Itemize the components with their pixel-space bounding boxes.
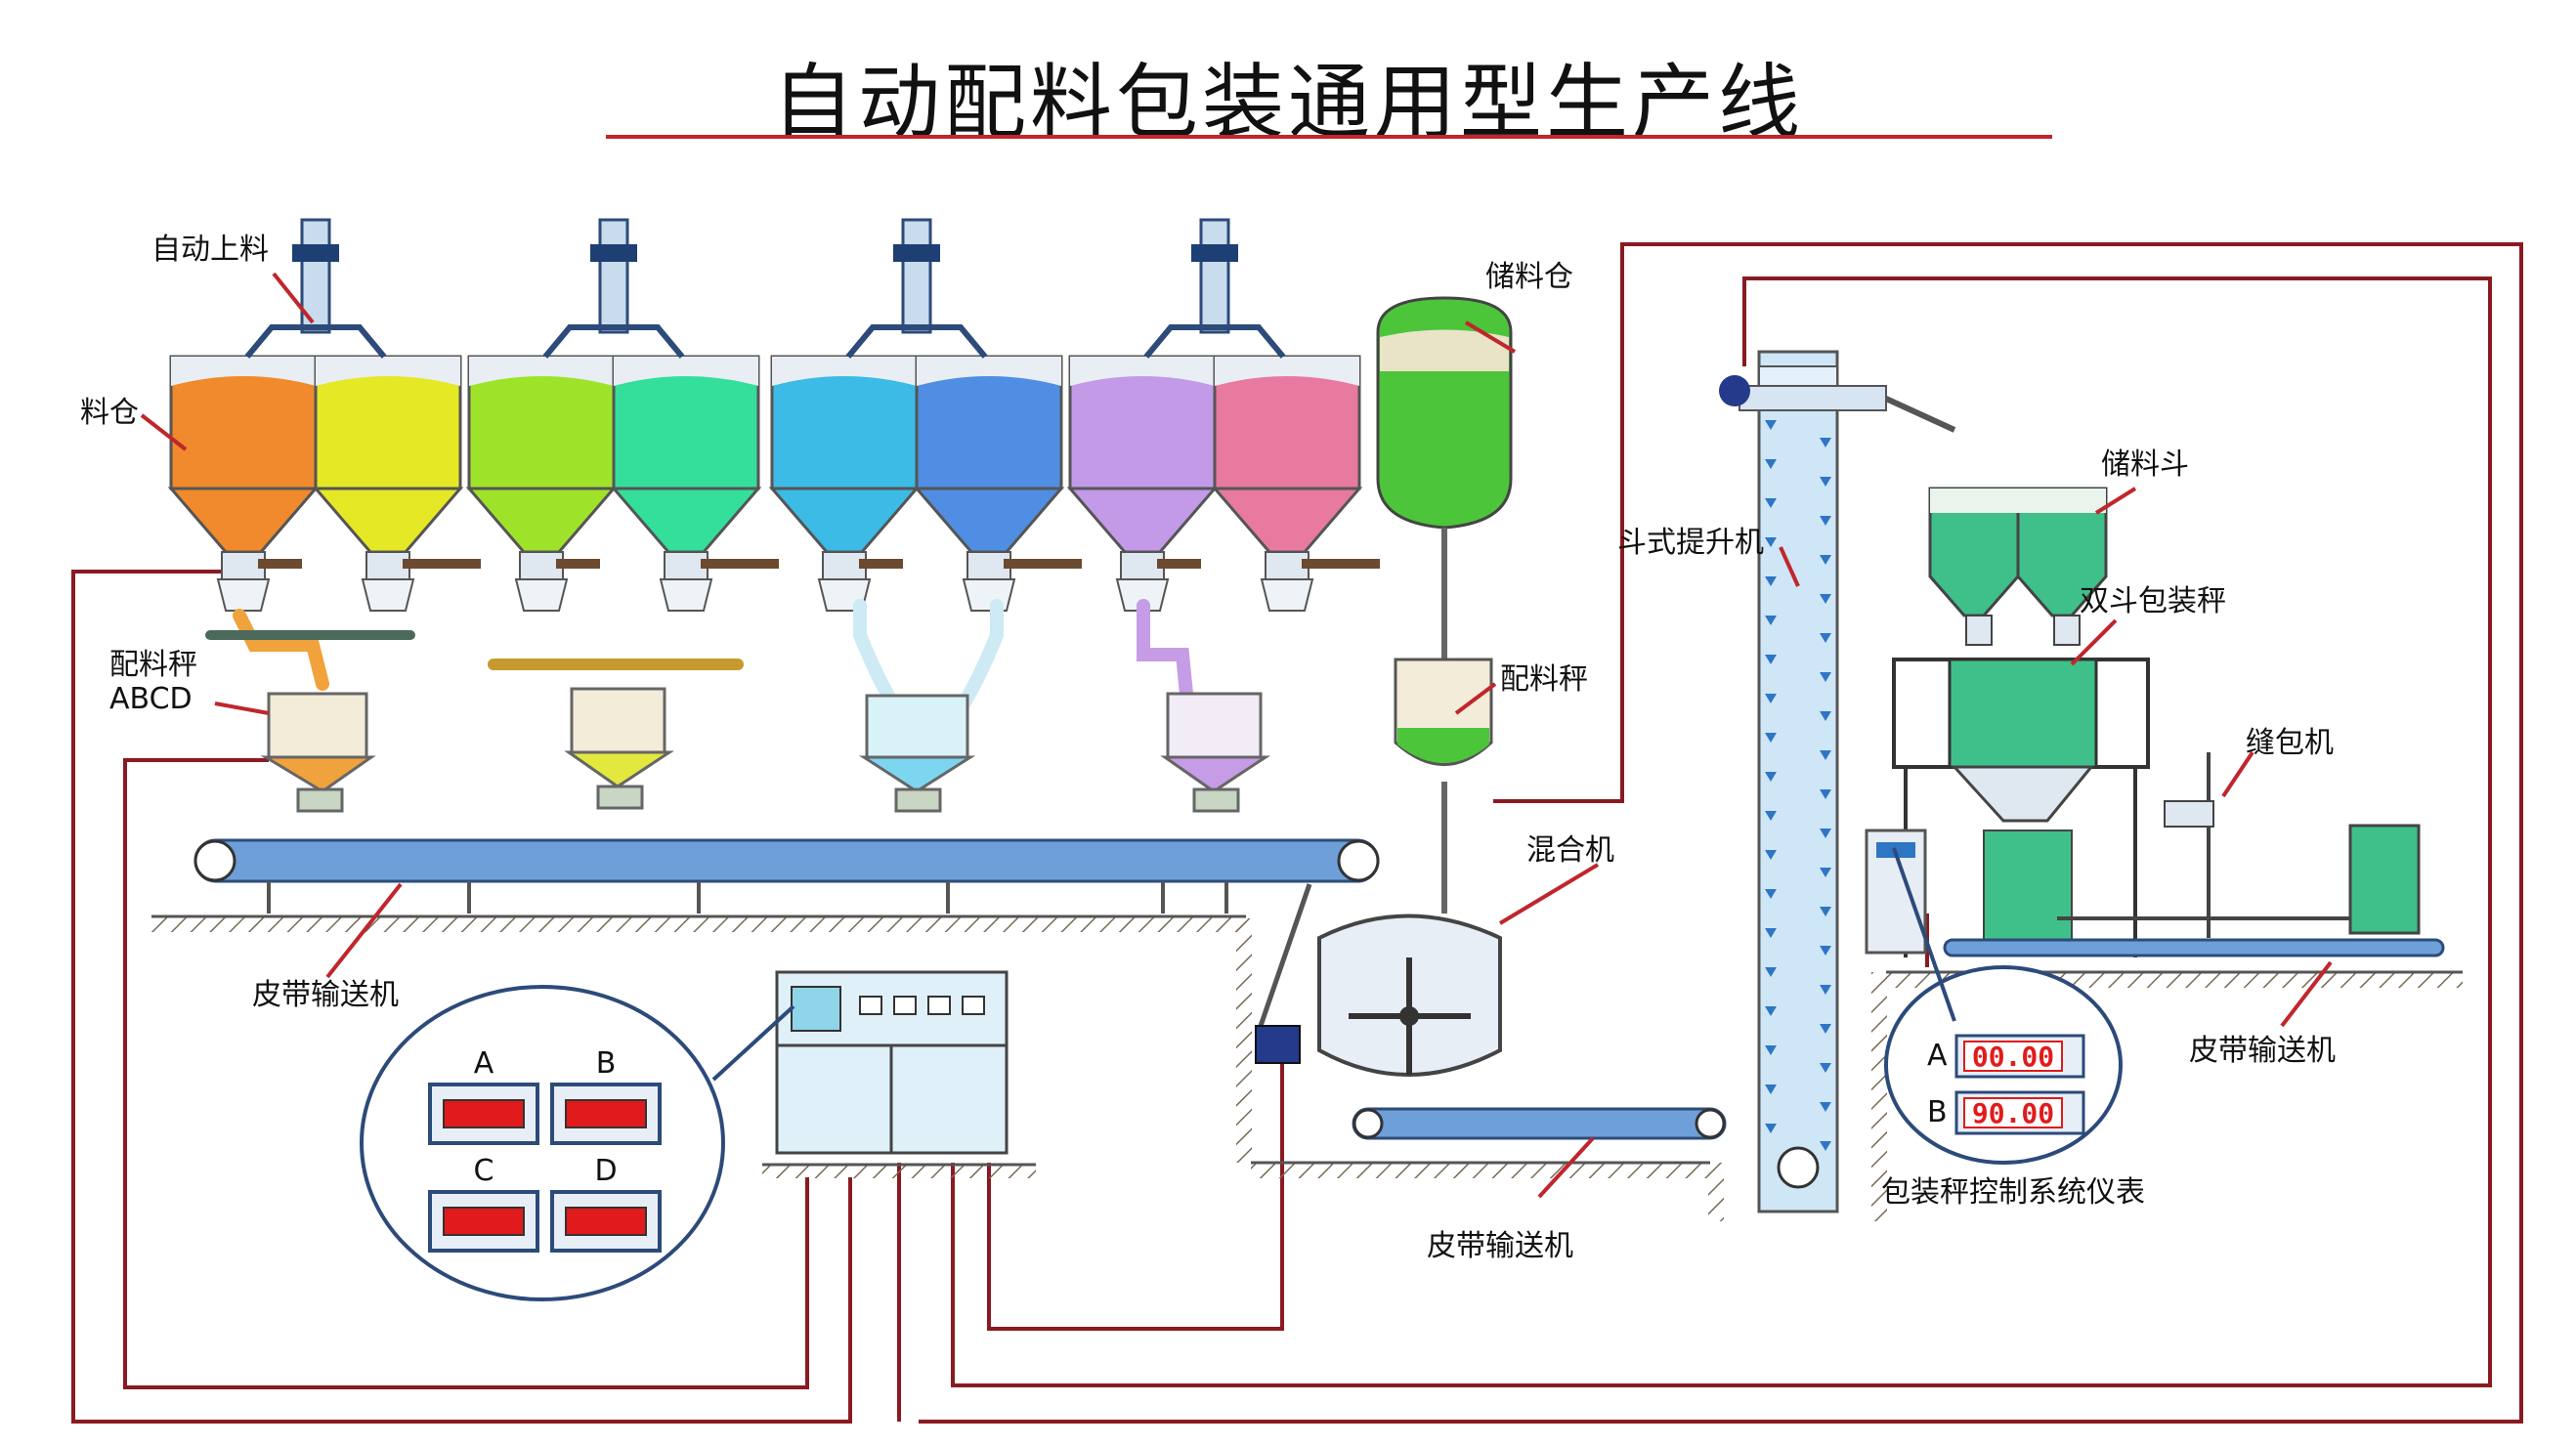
bin-5	[768, 355, 921, 612]
meter-row-A: A 00.00	[1927, 1034, 2085, 1079]
main-belt-conveyor	[193, 838, 1380, 1027]
packing-station	[1865, 487, 2445, 957]
meter-id-label: B	[596, 1046, 617, 1081]
storage-silo	[1376, 296, 1513, 914]
mixer	[1255, 914, 1502, 1077]
label-bag-sewer: 缝包机	[2246, 726, 2334, 760]
auto-feed-tower	[845, 218, 988, 359]
control-wiring	[71, 242, 2523, 1424]
control-cabinet	[775, 970, 1009, 1155]
bottom-belt-conveyor	[1352, 1107, 1727, 1140]
meter-callout-right: A 00.00B 90.00	[1884, 847, 2123, 1165]
meter-row-id: A	[1927, 1039, 1948, 1073]
bin-7	[1066, 355, 1219, 612]
meter-B: B	[550, 1046, 662, 1145]
label-batch-scale-right: 配料秤	[1500, 662, 1588, 697]
label-leaders	[140, 272, 2333, 1199]
meter-row-id: B	[1927, 1095, 1948, 1129]
label-silo: 料仓	[80, 396, 139, 430]
label-twin-bucket-scale: 双斗包装秤	[2080, 584, 2226, 618]
label-bucket-elevator: 斗式提升机	[1617, 526, 1764, 560]
meter-row-B: B 90.00	[1927, 1090, 2085, 1135]
bucket-elevator	[1719, 350, 1956, 1213]
auto-feed-tower	[244, 218, 387, 359]
label-mixer: 混合机	[1526, 833, 1614, 868]
label-storage-bin: 储料仓	[1485, 260, 1573, 294]
silo-bins	[167, 218, 1380, 612]
meter-row-value: 90.00	[1972, 1097, 2054, 1129]
meter-id-label: D	[594, 1154, 617, 1188]
auto-feed-tower	[542, 218, 685, 359]
bin-1	[167, 355, 320, 612]
label-belt-conveyor-bottom: 皮带输送机	[1427, 1229, 1573, 1263]
meter-A: A	[428, 1046, 539, 1145]
label-batch-scale-ids: ABCD	[109, 682, 193, 716]
label-control-meter: 包装秤控制系统仪表	[1881, 1175, 2145, 1210]
bin-8	[1211, 355, 1380, 612]
meter-C: C	[428, 1154, 539, 1253]
meter-id-label: C	[474, 1154, 494, 1188]
label-auto-feed: 自动上料	[151, 233, 269, 267]
label-belt-conveyor-main: 皮带输送机	[252, 978, 399, 1012]
label-batch-scale: 配料秤	[109, 648, 197, 682]
auto-feed-tower	[1143, 218, 1286, 359]
label-belt-conveyor-right: 皮带输送机	[2189, 1034, 2336, 1068]
bin-2	[312, 355, 481, 612]
meter-row-value: 00.00	[1972, 1041, 2054, 1073]
bin-3	[465, 355, 618, 612]
labels: 自动上料 料仓 配料秤 ABCD 皮带输送机 储料仓 配料秤 混合机 斗式提升机…	[80, 233, 2336, 1263]
meter-id-label: A	[474, 1046, 494, 1081]
batch-scales	[205, 630, 1270, 813]
label-storage-hopper: 储料斗	[2101, 447, 2189, 482]
meter-D: D	[550, 1154, 662, 1253]
meter-callout-left: A B C D	[360, 985, 795, 1301]
bin-6	[913, 355, 1082, 612]
page-title: 自动配料包装通用型生产线	[771, 55, 1804, 150]
bin-4	[610, 355, 779, 612]
